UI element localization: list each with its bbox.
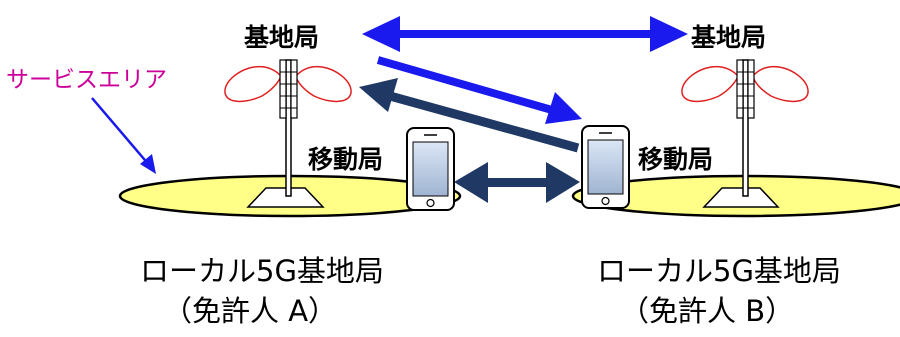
base-station-left-label: 基地局 bbox=[244, 23, 320, 52]
mobile-phone-right bbox=[581, 125, 630, 209]
link-base-to-base bbox=[362, 16, 688, 52]
base-station-mast-left bbox=[279, 59, 298, 197]
local5g-left-label: ローカル5G基地局 bbox=[140, 254, 384, 288]
mobile-phone-left bbox=[406, 127, 455, 211]
base-station-right-label: 基地局 bbox=[691, 23, 767, 52]
mobile-station-left-label: 移動局 bbox=[308, 145, 384, 174]
mobile-station-right-label: 移動局 bbox=[638, 145, 714, 174]
link-base-to-mobile-right bbox=[376, 56, 582, 124]
service-area-pointer bbox=[91, 97, 156, 174]
service-area-label: サービスエリア bbox=[6, 67, 167, 93]
antenna-pattern-right bbox=[681, 65, 809, 103]
local5g-right-label: ローカル5G基地局 bbox=[597, 254, 841, 288]
base-plate-left bbox=[246, 187, 325, 208]
link-mobile-right-to-base bbox=[359, 78, 580, 153]
licensee-left-label: （免許人 A） bbox=[163, 294, 338, 328]
base-station-mast-right bbox=[736, 59, 755, 197]
antenna-pattern-left bbox=[224, 65, 352, 103]
link-mobile-to-mobile bbox=[454, 162, 580, 203]
licensee-right-label: （免許人 B） bbox=[620, 294, 795, 328]
